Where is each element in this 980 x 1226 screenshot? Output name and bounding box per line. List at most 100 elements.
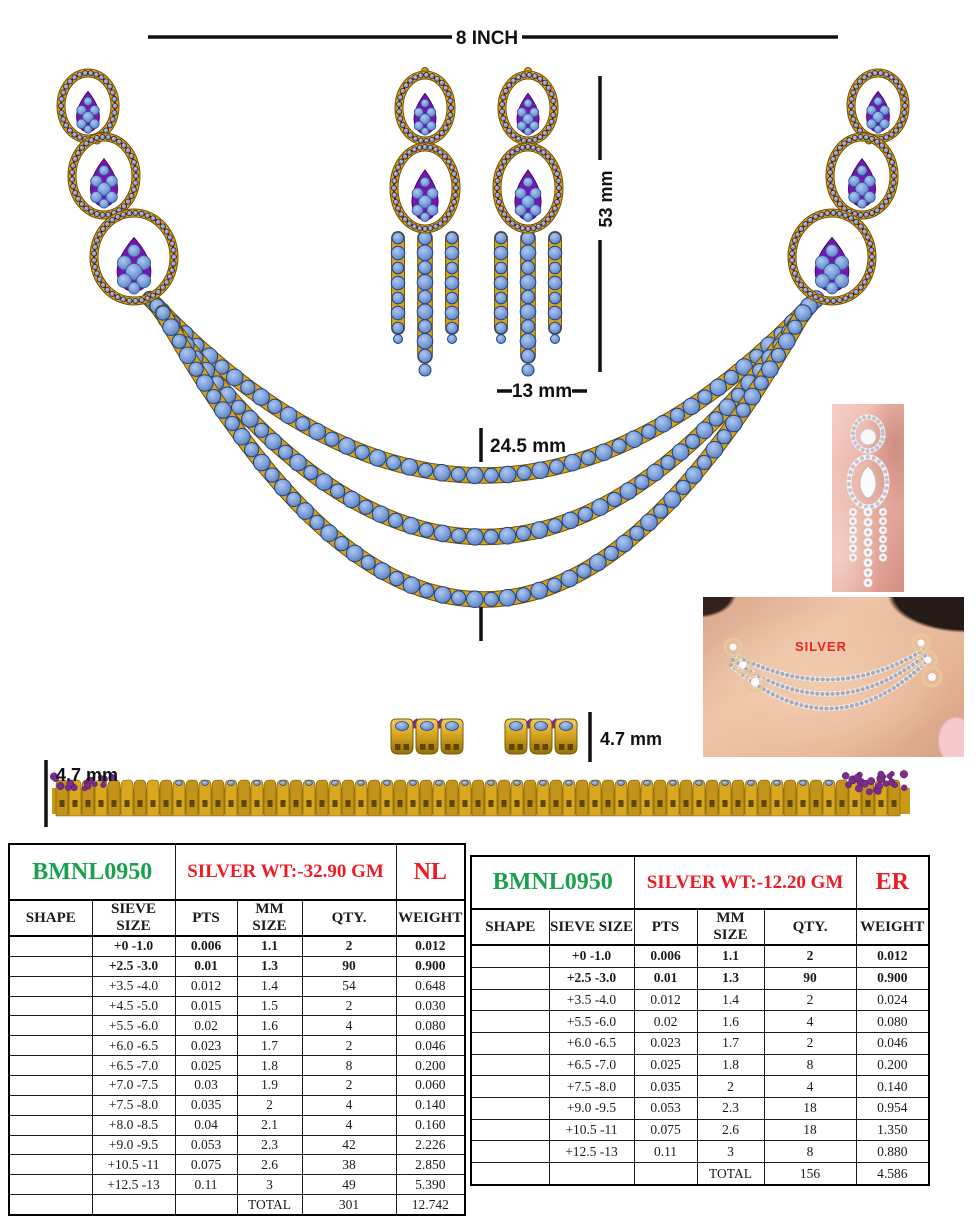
- cell: +12.5 -13: [548, 1140, 635, 1164]
- dimension-necklace-width: 8 INCH: [148, 28, 838, 49]
- cell: 12.742: [395, 1194, 466, 1216]
- cell: [8, 1055, 93, 1076]
- cell: 0.11: [633, 1140, 698, 1164]
- cell: [470, 966, 550, 990]
- cell: 0.023: [174, 1035, 238, 1057]
- cell: 54: [301, 975, 397, 997]
- cell: [8, 955, 93, 977]
- cell: 1.350: [855, 1118, 930, 1142]
- dimension-earring-width: 13 mm: [497, 381, 587, 402]
- cell: 0.900: [395, 955, 466, 977]
- table-title-row: BMNL0950 SILVER WT:-12.20 GM ER: [470, 855, 930, 910]
- cell: 2: [763, 1031, 857, 1055]
- cell: 8: [301, 1055, 397, 1076]
- cell: 1.8: [696, 1053, 765, 1077]
- cell: 0.060: [395, 1074, 466, 1096]
- column-header: SHAPE: [8, 899, 93, 937]
- cell: 2: [301, 1074, 397, 1096]
- cell: 1.1: [236, 935, 303, 957]
- necklace-drawing: [56, 68, 910, 609]
- strand-gap-label: 24.5 mm: [490, 436, 566, 457]
- cell: +2.5 -3.0: [548, 966, 635, 990]
- cell: [8, 1015, 93, 1037]
- cell: 0.046: [855, 1031, 930, 1055]
- cell: 0.046: [395, 1035, 466, 1057]
- cell: 2: [763, 944, 857, 968]
- cell: [8, 995, 93, 1017]
- cell: 0.023: [633, 1031, 698, 1055]
- cell: 90: [763, 966, 857, 990]
- cell: 2: [696, 1075, 765, 1098]
- cell: +3.5 -4.0: [91, 975, 176, 997]
- silver-weight: SILVER WT:-32.90 GM: [174, 843, 397, 901]
- necklace-depth-label: 4.7 mm: [56, 765, 118, 785]
- cell: 0.648: [395, 975, 466, 997]
- cell: 2.850: [395, 1154, 466, 1176]
- sku-code: BMNL0950: [8, 843, 176, 901]
- column-header: SIEVE SIZE: [548, 908, 635, 946]
- cell: 4: [763, 1075, 857, 1098]
- cell: 4: [301, 1015, 397, 1037]
- cell: 1.4: [696, 988, 765, 1012]
- cell: [470, 1075, 550, 1098]
- cell: +2.5 -3.0: [91, 955, 176, 977]
- cell: +4.5 -5.0: [91, 995, 176, 1017]
- cell: 8: [763, 1053, 857, 1077]
- earring-depth-label: 4.7 mm: [600, 729, 662, 749]
- earring-photo-jewelry: [846, 414, 890, 589]
- cell: 1.6: [236, 1015, 303, 1037]
- cell: [470, 1118, 550, 1142]
- cell: 0.880: [855, 1140, 930, 1164]
- cell: [470, 1140, 550, 1164]
- cell: +6.0 -6.5: [91, 1035, 176, 1057]
- necklace-photo-jewelry: [723, 633, 943, 711]
- cell: 0.11: [174, 1174, 238, 1196]
- cell: 1.3: [236, 955, 303, 977]
- cell: 1.4: [236, 975, 303, 997]
- cell: 3: [696, 1140, 765, 1164]
- cell: 0.012: [855, 944, 930, 968]
- cell: 0.006: [633, 944, 698, 968]
- cell: 42: [301, 1134, 397, 1156]
- cell: 301: [301, 1194, 397, 1216]
- cell: [470, 1096, 550, 1120]
- cell: 18: [763, 1118, 857, 1142]
- cell: 2: [301, 1035, 397, 1057]
- cell: 90: [301, 955, 397, 977]
- column-header: SHAPE: [470, 908, 550, 946]
- cell: 1.7: [236, 1035, 303, 1057]
- cell: 0.075: [633, 1118, 698, 1142]
- cell: 0.01: [174, 955, 238, 977]
- cell: 0.200: [855, 1053, 930, 1077]
- cell: [470, 1162, 550, 1186]
- cell: 0.160: [395, 1114, 466, 1136]
- earring-width-label: 13 mm: [512, 381, 572, 402]
- cell: +9.0 -9.5: [91, 1134, 176, 1156]
- dimension-earring-height: 53 mm: [596, 76, 616, 372]
- column-header: PTS: [633, 908, 698, 946]
- cell: 1.6: [696, 1010, 765, 1033]
- cell: [548, 1162, 635, 1186]
- cell: [8, 935, 93, 957]
- cell: 0.02: [633, 1010, 698, 1033]
- cell: 2: [236, 1094, 303, 1116]
- design-drawing: 8 INCH 53 mm 13 mm 24.5 mm: [44, 28, 910, 827]
- cell: +7.0 -7.5: [91, 1074, 176, 1096]
- cell: 0.024: [855, 988, 930, 1012]
- cell: 0.140: [395, 1094, 466, 1116]
- silver-weight: SILVER WT:-12.20 GM: [633, 855, 857, 910]
